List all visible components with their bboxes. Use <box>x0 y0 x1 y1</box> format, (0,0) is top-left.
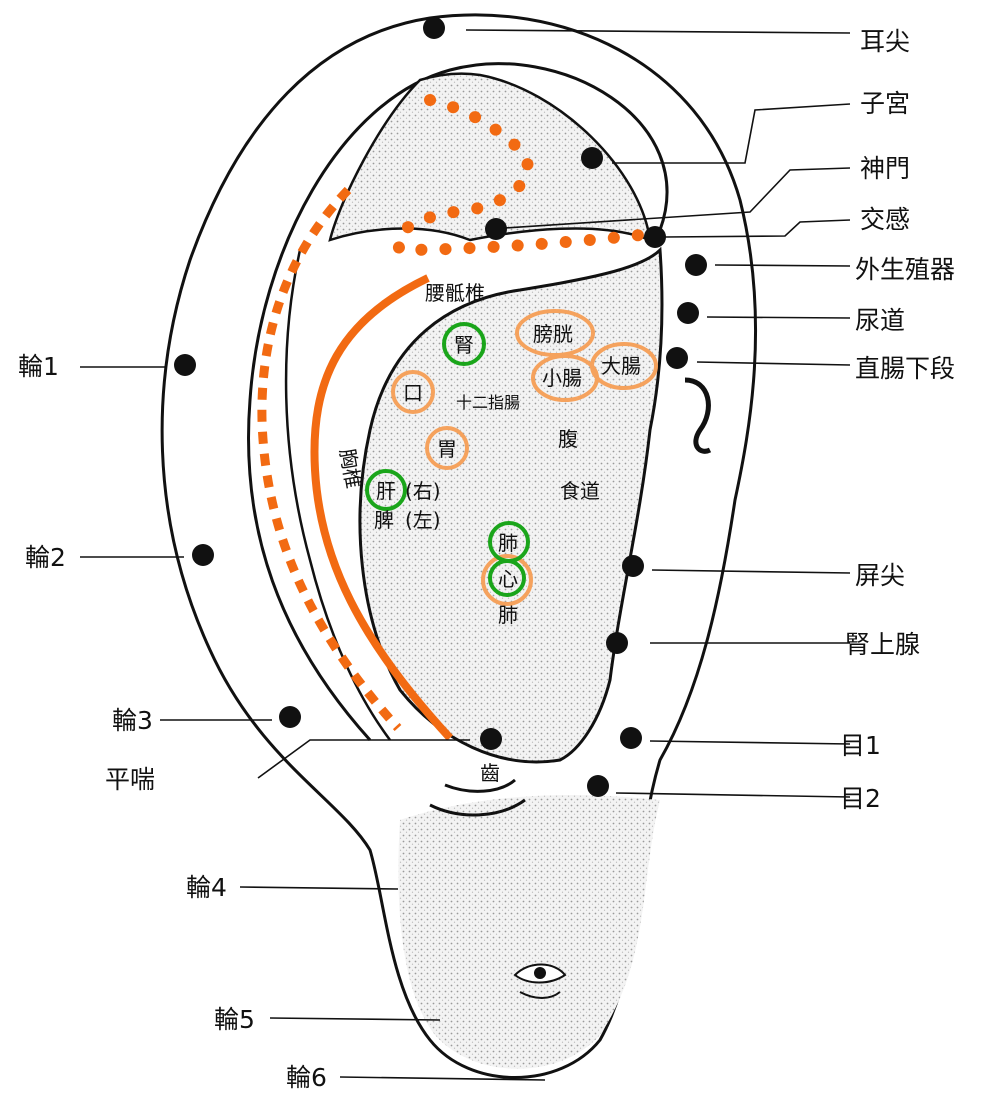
leader-eye1 <box>650 741 850 744</box>
dot-sympathetic <box>644 226 666 248</box>
label-tragus-apex: 屏尖 <box>855 561 905 590</box>
dot-helix3 <box>279 706 301 728</box>
label-helix1: 輪1 <box>18 352 59 381</box>
label-adrenal: 腎上腺 <box>845 630 920 659</box>
ear-drawing <box>162 15 755 1078</box>
label-helix2: 輪2 <box>25 543 66 572</box>
label-helix4: 輪4 <box>186 873 227 902</box>
leader-urethra <box>707 317 850 318</box>
label-spleen: 脾 <box>374 508 394 532</box>
right-labels: 耳尖 子宮 神門 交感 外生殖器 尿道 直腸下段 屏尖 腎上腺 目1 目2 <box>840 27 955 813</box>
label-lung-upper: 肺 <box>498 531 518 555</box>
label-left: (左) <box>405 508 441 532</box>
label-large-intestine: 大腸 <box>601 354 641 378</box>
label-pingchuan: 平喘 <box>105 765 155 794</box>
label-heart: 心 <box>498 567 518 591</box>
leader-external-genitalia <box>715 265 850 266</box>
label-lumbosacral: 腰骶椎 <box>425 281 485 305</box>
ear-lobe-shading <box>398 795 660 1069</box>
label-eye2: 目2 <box>840 784 881 813</box>
label-small-intestine: 小腸 <box>542 366 582 390</box>
label-esophagus: 食道 <box>560 479 600 503</box>
label-uterus: 子宮 <box>860 89 910 118</box>
dot-tragus-apex <box>622 555 644 577</box>
dot-pingchuan <box>480 728 502 750</box>
label-kidney: 腎 <box>454 333 474 357</box>
dot-adrenal <box>606 632 628 654</box>
label-shenmen: 神門 <box>860 154 910 183</box>
label-lung-lower: 肺 <box>498 603 518 627</box>
label-stomach: 胃 <box>437 437 457 461</box>
label-sympathetic: 交感 <box>860 205 910 234</box>
dot-external-genitalia <box>685 254 707 276</box>
dot-shenmen <box>485 218 507 240</box>
label-ear-apex: 耳尖 <box>860 27 910 56</box>
label-duodenum: 十二指腸 <box>456 393 520 412</box>
label-urethra: 尿道 <box>855 306 905 335</box>
leader-helix4 <box>240 887 398 889</box>
dot-urethra <box>677 302 699 324</box>
label-helix6: 輪6 <box>286 1063 327 1092</box>
label-abdomen: 腹 <box>558 427 578 451</box>
label-eye1: 目1 <box>840 731 881 760</box>
label-helix3: 輪3 <box>112 706 153 735</box>
dot-eye1 <box>620 727 642 749</box>
label-external-genitalia: 外生殖器 <box>855 255 955 284</box>
label-liver: 肝 <box>376 479 396 503</box>
label-lower-rectum: 直腸下段 <box>855 354 955 383</box>
dot-eye2 <box>587 775 609 797</box>
label-teeth: 齒 <box>480 761 500 785</box>
dot-ear-apex <box>423 17 445 39</box>
label-helix5: 輪5 <box>214 1005 255 1034</box>
label-right: (右) <box>405 479 441 503</box>
dot-helix1 <box>174 354 196 376</box>
dot-helix2 <box>192 544 214 566</box>
dot-lower-rectum <box>666 347 688 369</box>
label-bladder: 膀胱 <box>533 322 573 346</box>
ear-lobe-eye-pupil <box>534 967 546 979</box>
label-mouth: 口 <box>403 381 423 405</box>
dot-uterus <box>581 147 603 169</box>
